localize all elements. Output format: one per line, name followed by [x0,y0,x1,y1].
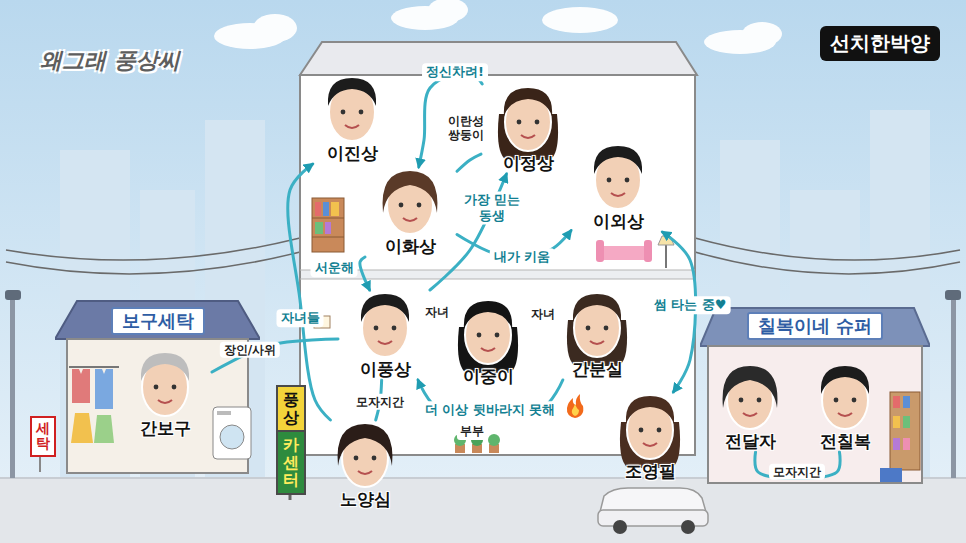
character-name: 이중이 [441,365,535,387]
character-name: 전칠복 [798,430,892,452]
portrait [450,297,526,373]
flame-icon [567,394,583,418]
relation-label: 자녀 [421,304,453,320]
character-name: 이정상 [481,152,575,174]
relation-label: 모자지간 [352,394,408,410]
relation-label: 정신차려! [422,63,488,81]
relation-label: 서운해 [311,259,358,277]
portrait [612,392,688,468]
character-name: 간보구 [118,417,212,439]
relation-connector [360,257,370,290]
label-wrap: 세탁 [30,416,56,457]
shop-sign: 풍상카센터 [276,385,306,495]
shop-building: 보구세탁간보구 [55,295,260,475]
portrait [327,420,403,496]
character-card: 이정상 [481,84,575,174]
character-name: 이화상 [363,235,457,257]
character-name: 이외상 [571,210,665,232]
small-sign-stand [39,455,41,472]
label-wrap: 부부 [457,423,487,440]
character-name: 이진상 [305,142,399,164]
edge-label-patch: 이란성 쌍둥이 [439,113,493,144]
edge-label-patch: 서운해 [311,259,358,277]
portrait [314,74,390,150]
pink-sofa [596,240,652,262]
relation-label: 썸 타는 중♥ [650,296,731,314]
character-name: 이풍상 [338,358,432,380]
relation-label: 더 이상 뒷바라지 못해 [421,401,560,419]
relation-note: 부부 [457,423,487,440]
sign-text: 카센터 [276,430,306,495]
character-name: 전달자 [703,430,797,452]
edge-label-patch: 자녀 [421,304,453,320]
edge-label-patch: 내가 키움 [490,248,555,266]
character-card: 노양심 [318,420,412,510]
car [598,488,708,534]
watermark: 선치한박양 [820,26,940,61]
character-card: 간보구 [118,349,212,439]
character-card: 이진상 [305,74,399,164]
sign-text: 보구세탁 [111,307,205,335]
bookshelf [312,198,344,252]
edge-label-patch: 가장 믿는 동생 [455,191,529,224]
portrait [712,362,788,438]
relation-connector [288,164,331,420]
relation-label: 자녀들 [277,309,324,327]
relation-label: 자녀 [527,306,559,322]
character-card: 간분실 [550,290,644,380]
character-name: 조영필 [603,460,697,482]
relation-label: 모자지간 [769,464,825,480]
portrait [490,84,566,160]
relation-label: 내가 키움 [490,248,555,266]
label-wrap: 선치한박양 [820,26,940,61]
edge-label-patch: 썸 타는 중♥ [650,296,731,314]
edge-label-patch: 모자지간 [352,394,408,410]
sign-text: 풍상 [276,385,306,430]
edge-label-patch: 장인/사위 [220,342,280,358]
portrait [580,142,656,218]
floor-lamp [658,236,674,268]
relation-label: 장인/사위 [220,342,280,358]
character-card: 이외상 [571,142,665,232]
character-name: 간분실 [550,358,644,380]
character-card: 이중이 [441,297,535,387]
main-building [300,42,697,455]
relation-label: 가장 믿는 동생 [455,191,529,224]
edge-label-patch: 정신차려! [422,63,488,81]
small-sign-label: 세탁 [30,416,56,457]
character-card: 전칠복 [798,362,892,452]
portrait [127,349,203,425]
sign-text: 칠복이네 슈퍼 [747,312,883,340]
ground [0,478,966,543]
edge-label-patch: 더 이상 뒷바라지 못해 [421,401,560,419]
relation-label: 이란성 쌍둥이 [439,113,493,144]
edge-label-patch: 모자지간 [769,464,825,480]
character-card: 전달자 [703,362,797,452]
portrait [559,290,635,366]
character-card: 이화상 [363,167,457,257]
portrait [807,362,883,438]
shop-building: 칠복이네 슈퍼전달자전칠복 [700,300,930,485]
portrait [347,290,423,366]
title-wrap: 왜그래 풍상씨 [40,46,180,76]
edge-label-patch: 자녀들 [277,309,324,327]
show-title: 왜그래 풍상씨 [40,46,180,76]
character-name: 노양심 [318,488,412,510]
relation-connector [457,154,481,171]
character-card: 이풍상 [338,290,432,380]
character-card: 조영필 [603,392,697,482]
edge-label-patch: 자녀 [527,306,559,322]
portrait [372,167,448,243]
